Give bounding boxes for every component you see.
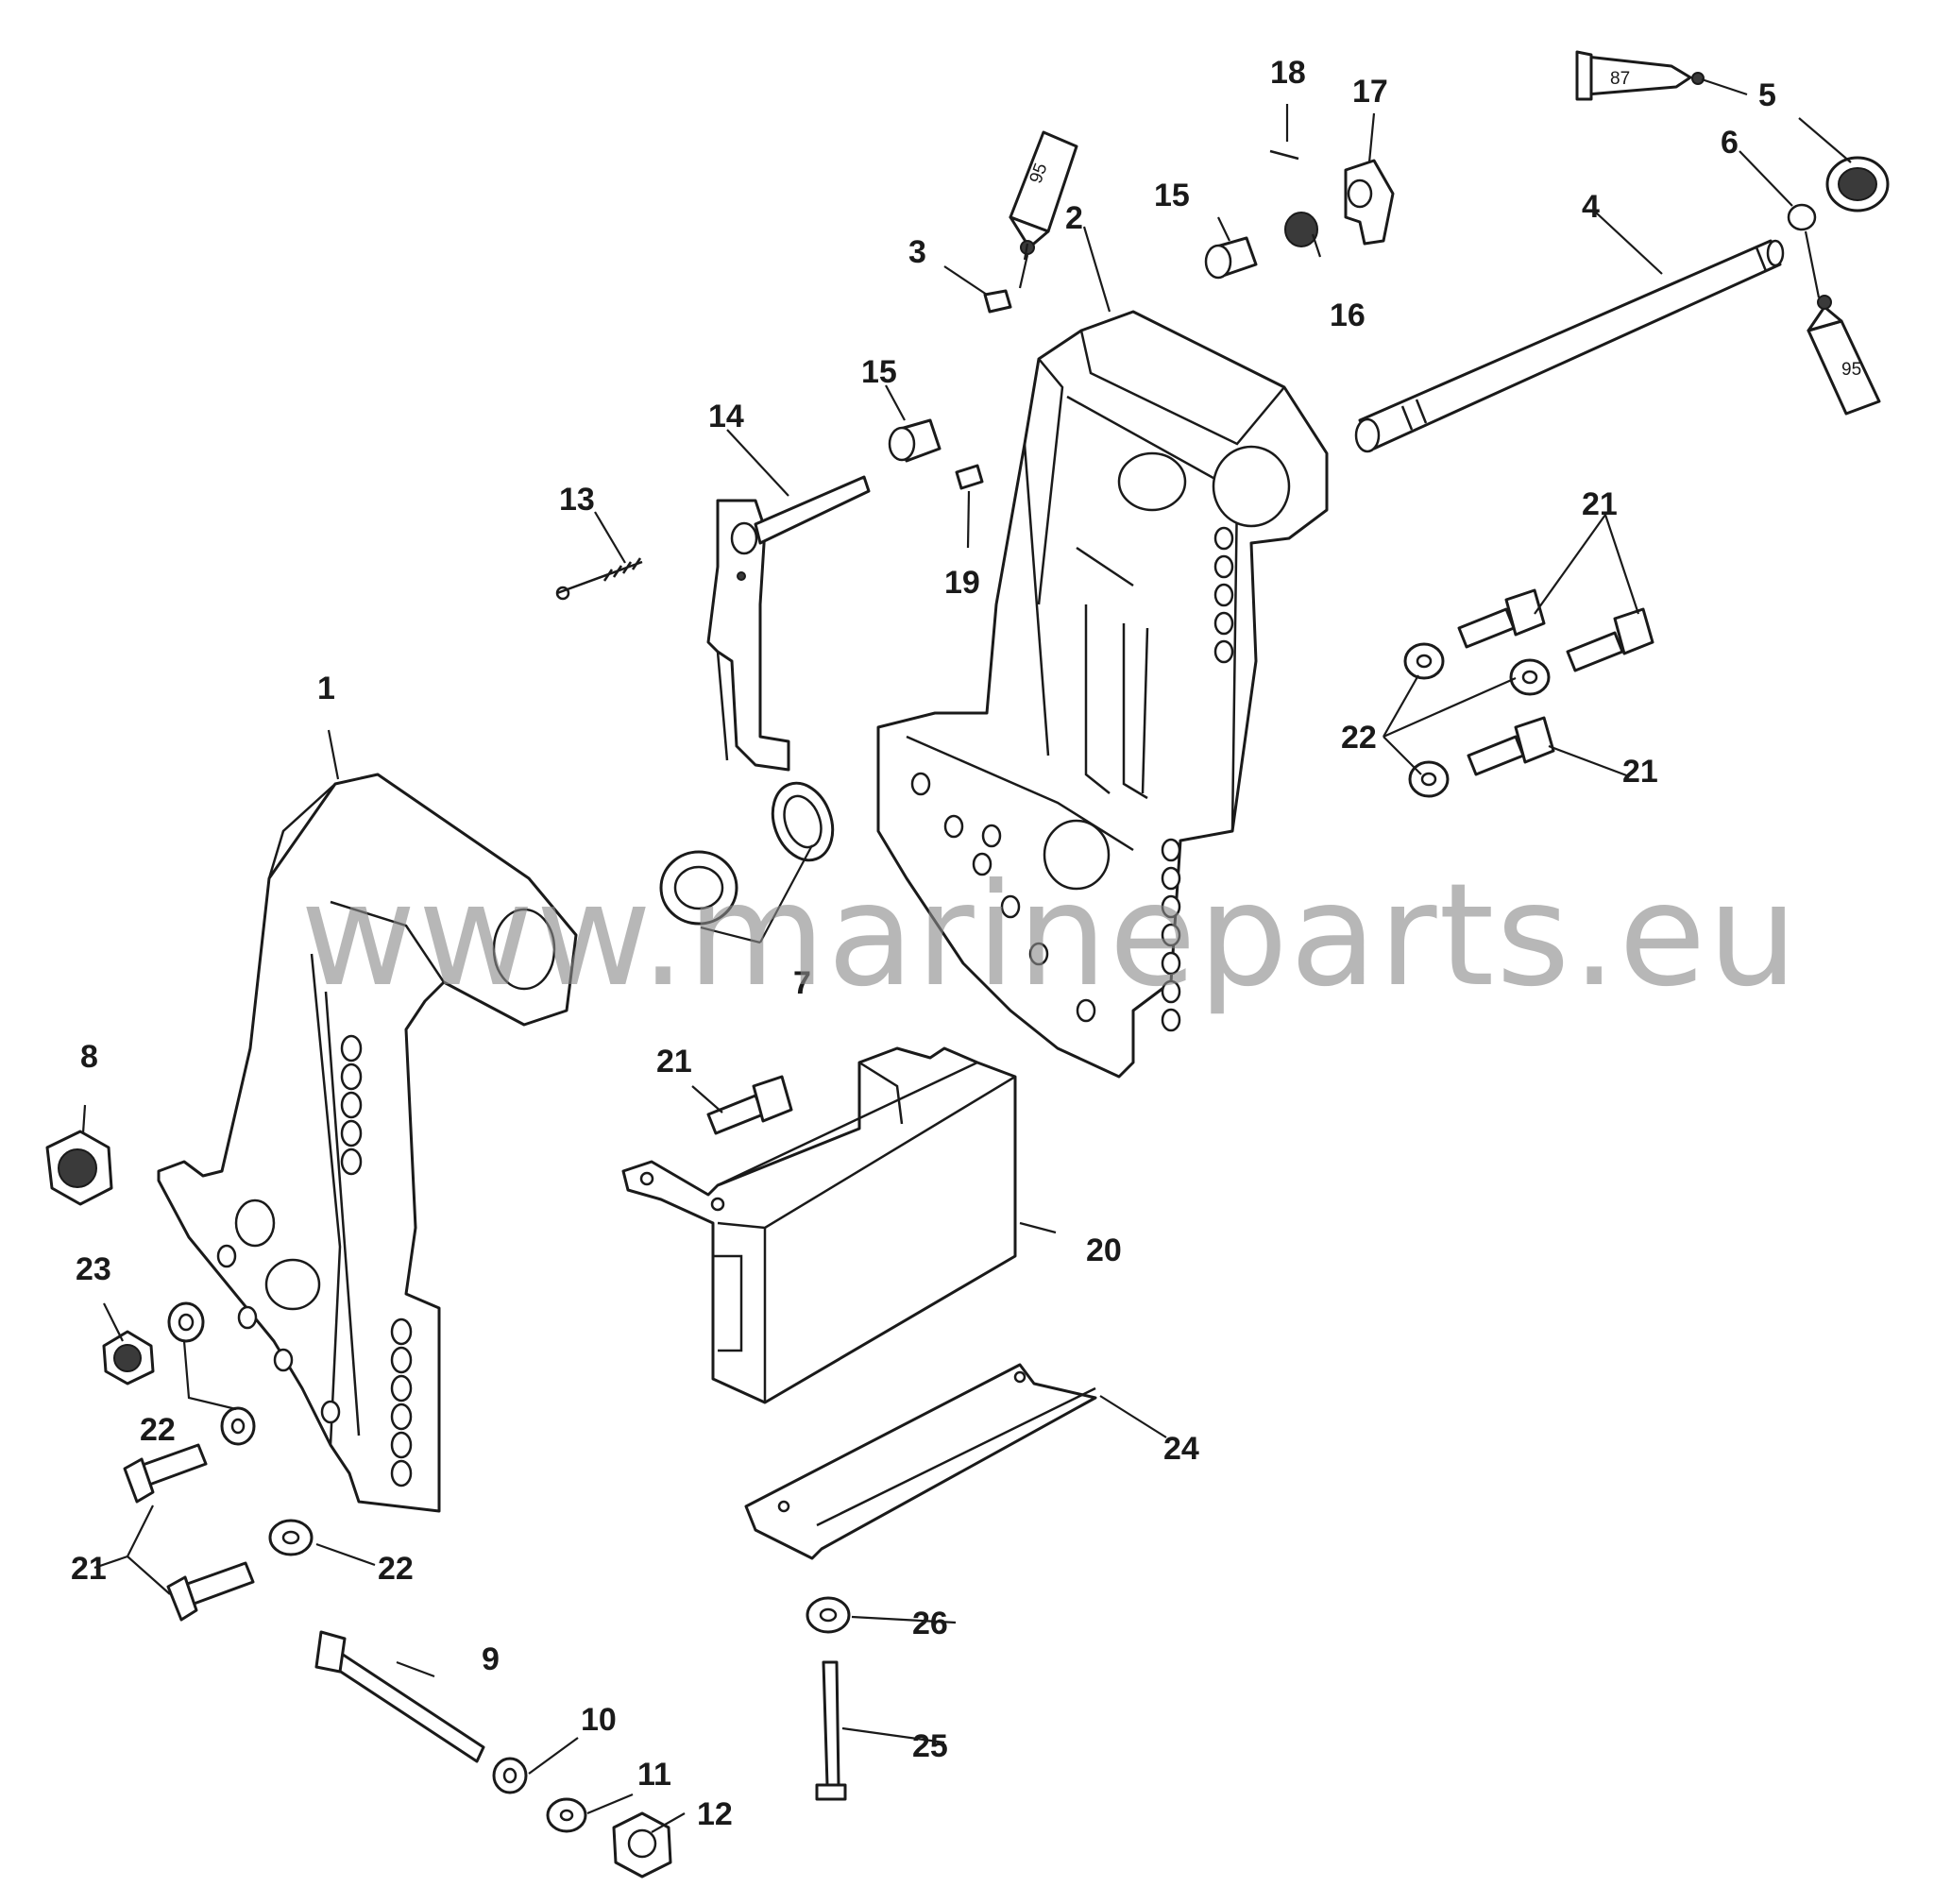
part-25-bolt (815, 1660, 847, 1801)
callout-17: 17 (1352, 74, 1388, 110)
watermark: www.marineparts.eu (300, 854, 1800, 1018)
part-3-clip (983, 289, 1012, 314)
part-12-locknut (612, 1811, 672, 1878)
part-8-locknut (45, 1130, 113, 1206)
part-15-bushing-b (1204, 236, 1258, 280)
part-19-pin (955, 464, 984, 490)
callout-20: 20 (1086, 1232, 1122, 1268)
part-15-bushing (888, 418, 942, 463)
callout-22-c: 22 (378, 1551, 414, 1587)
callout-11: 11 (637, 1757, 671, 1793)
callout-2: 2 (1065, 200, 1083, 236)
part-9-bolt (314, 1630, 485, 1763)
part-20-cover-plate (621, 1046, 1017, 1404)
callout-22-a: 22 (1341, 720, 1377, 756)
callout-6: 6 (1721, 125, 1739, 161)
part-6-o-ring (1787, 203, 1817, 231)
part-17-cam (1344, 159, 1395, 246)
callout-24: 24 (1163, 1431, 1199, 1467)
callout-3: 3 (908, 234, 926, 270)
part-22-washers-left (167, 1301, 314, 1556)
callout-1: 1 (317, 671, 335, 706)
part-14-tilt-lock-lever (706, 475, 871, 772)
callout-4: 4 (1582, 189, 1600, 225)
part-21-bolt-center (706, 1075, 793, 1135)
callout-12: 12 (697, 1796, 733, 1832)
part-21-bolts-right (1457, 588, 1654, 776)
part-16-spring (1284, 212, 1318, 247)
callout-22-b: 22 (140, 1412, 176, 1448)
callout-7: 7 (793, 965, 811, 1001)
part-22-washers-right (1403, 642, 1551, 798)
callout-21-b: 21 (1622, 754, 1658, 790)
part-2-clamp-bracket (876, 310, 1329, 1079)
grease-tube-87: 87 (1575, 50, 1705, 101)
leader-lines (81, 77, 1852, 1833)
part-24-anode-plate (744, 1363, 1097, 1560)
tube-code-95-right: 95 (1841, 360, 1861, 380)
callout-16: 16 (1330, 298, 1366, 333)
part-18-cotter-pin (1269, 149, 1299, 161)
callout-23: 23 (76, 1251, 111, 1287)
callout-21-c: 21 (656, 1044, 692, 1080)
callout-18: 18 (1270, 55, 1306, 91)
callout-19: 19 (944, 565, 980, 601)
part-4-tilt-tube (1354, 239, 1785, 453)
callout-26: 26 (912, 1606, 948, 1641)
callout-15-a: 15 (861, 354, 897, 390)
callout-25: 25 (912, 1728, 948, 1764)
callout-21-d: 21 (71, 1551, 107, 1587)
part-7-washers (659, 781, 835, 926)
part-1-clamp-bracket (157, 773, 578, 1513)
part-26-washer (806, 1596, 851, 1634)
callout-9: 9 (482, 1641, 500, 1677)
callout-13: 13 (559, 482, 595, 518)
grease-tube-95-left: 95 (1009, 130, 1078, 289)
callout-14: 14 (708, 399, 744, 434)
callout-15-b: 15 (1154, 178, 1190, 213)
part-10-washer (492, 1757, 528, 1794)
callout-8: 8 (80, 1039, 98, 1075)
part-13-spring (555, 557, 643, 601)
callout-10: 10 (581, 1702, 617, 1738)
grease-tube-95-right: 95 (1807, 295, 1881, 416)
part-11-washer (546, 1797, 587, 1833)
tube-code-87: 87 (1610, 69, 1630, 89)
part-23-nut (102, 1330, 155, 1386)
part-21-bolts-left (123, 1443, 255, 1622)
callout-21-a: 21 (1582, 486, 1618, 522)
callout-labels: 1 2 3 4 5 6 7 8 9 10 11 12 13 14 15 15 1… (71, 55, 1776, 1832)
callout-5: 5 (1758, 77, 1776, 113)
part-5-seal (1825, 156, 1890, 212)
